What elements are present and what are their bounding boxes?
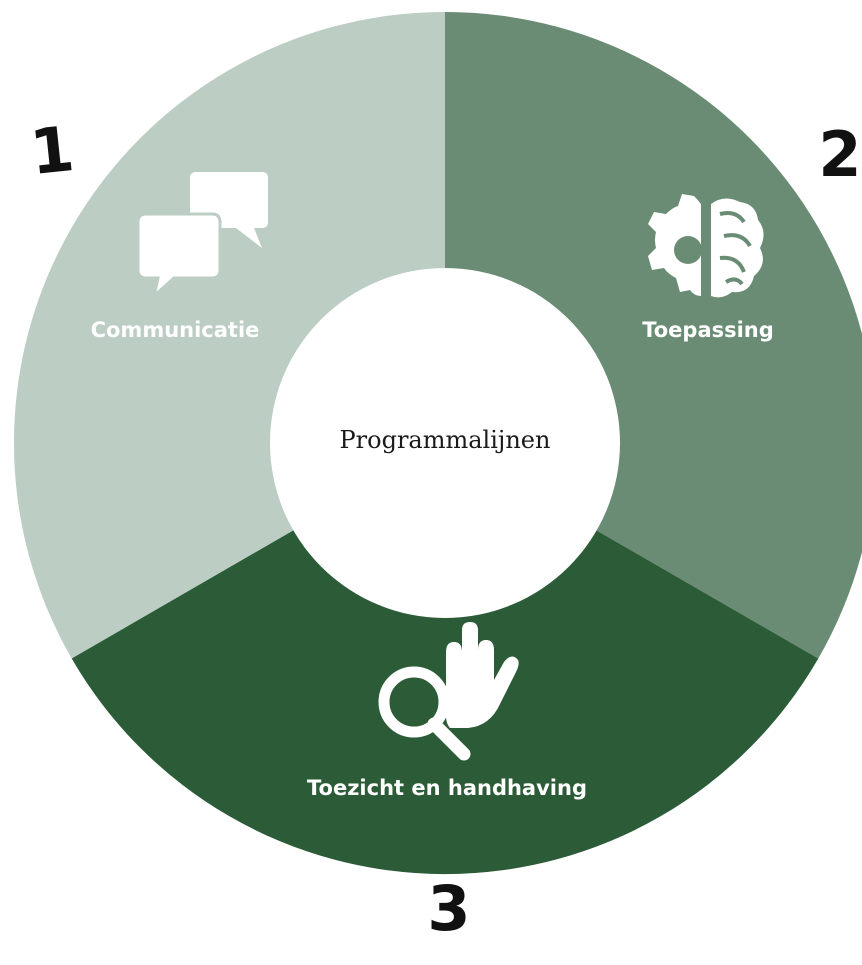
gear-brain-icon bbox=[648, 194, 764, 298]
segment-number-2: 2 bbox=[818, 118, 861, 191]
speech-bubbles-icon bbox=[136, 172, 268, 301]
segment-label-communicatie: Communicatie bbox=[91, 318, 260, 342]
center-circle bbox=[270, 268, 620, 618]
segment-label-toezicht-en-handhaving: Toezicht en handhaving bbox=[307, 776, 587, 800]
segment-toepassing bbox=[445, 12, 862, 659]
center-label: Programmalijnen bbox=[340, 426, 551, 454]
segment-number-1: 1 bbox=[27, 112, 78, 189]
magnifier-hand-icon bbox=[378, 622, 519, 761]
segment-number-3: 3 bbox=[427, 872, 470, 945]
segment-label-toepassing: Toepassing bbox=[642, 318, 774, 342]
